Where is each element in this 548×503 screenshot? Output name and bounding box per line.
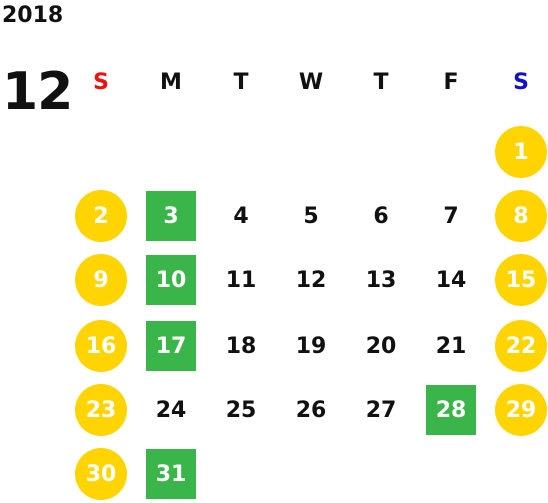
calendar-day-thursday[interactable]: 13 [365,267,397,293]
calendar-day-sunday[interactable]: 16 [75,320,127,372]
calendar-day-friday[interactable]: 28 [426,385,476,435]
calendar-week-row: 23 24 25 26 27 28 29 [0,384,548,436]
calendar-day-wednesday[interactable]: 19 [295,333,327,359]
weekday-tuesday: T [233,69,249,95]
calendar-month-number: 12 [2,62,73,122]
weekday-monday: M [160,69,182,95]
calendar-day-tuesday[interactable]: 18 [225,333,257,359]
calendar-day-wednesday[interactable]: 26 [295,397,327,423]
calendar-day-monday[interactable]: 3 [146,191,196,241]
calendar-day-saturday[interactable]: 29 [495,384,547,436]
calendar-day-tuesday[interactable]: 25 [225,397,257,423]
calendar-day-wednesday[interactable]: 12 [295,267,327,293]
calendar-day-sunday[interactable]: 2 [75,190,127,242]
calendar-day-thursday[interactable]: 20 [365,333,397,359]
calendar-day-friday[interactable]: 7 [443,203,459,229]
calendar-day-sunday[interactable]: 30 [75,448,127,500]
calendar-week-row: 30 31 [0,448,548,500]
calendar-week-row: 16 17 18 19 20 21 22 [0,320,548,372]
calendar-day-saturday[interactable]: 22 [495,320,547,372]
calendar-day-monday[interactable]: 24 [155,397,187,423]
calendar-day-thursday[interactable]: 27 [365,397,397,423]
calendar-year: 2018 [2,3,64,28]
calendar-day-tuesday[interactable]: 4 [233,203,249,229]
calendar-day-monday[interactable]: 17 [146,321,196,371]
calendar-day-tuesday[interactable]: 11 [225,267,257,293]
weekday-sunday: S [93,69,109,95]
calendar-day-monday[interactable]: 31 [146,449,196,499]
calendar-day-saturday[interactable]: 8 [495,190,547,242]
weekday-friday: F [443,69,459,95]
calendar-day-friday[interactable]: 14 [435,267,467,293]
calendar-day-friday[interactable]: 21 [435,333,467,359]
calendar-day-sunday[interactable]: 9 [75,254,127,306]
weekday-thursday: T [373,69,389,95]
calendar-day-monday[interactable]: 10 [146,255,196,305]
weekday-saturday: S [513,69,529,95]
weekday-wednesday: W [298,69,324,95]
calendar-day-thursday[interactable]: 6 [373,203,389,229]
calendar-week-row: 9 10 11 12 13 14 15 [0,254,548,306]
weekday-header-row: S M T W T F S [0,56,548,108]
calendar-day-wednesday[interactable]: 5 [303,203,319,229]
calendar-day-saturday[interactable]: 1 [495,126,547,178]
calendar-day-sunday[interactable]: 23 [75,384,127,436]
calendar-week-row: 1 [0,126,548,178]
calendar-day-saturday[interactable]: 15 [495,254,547,306]
